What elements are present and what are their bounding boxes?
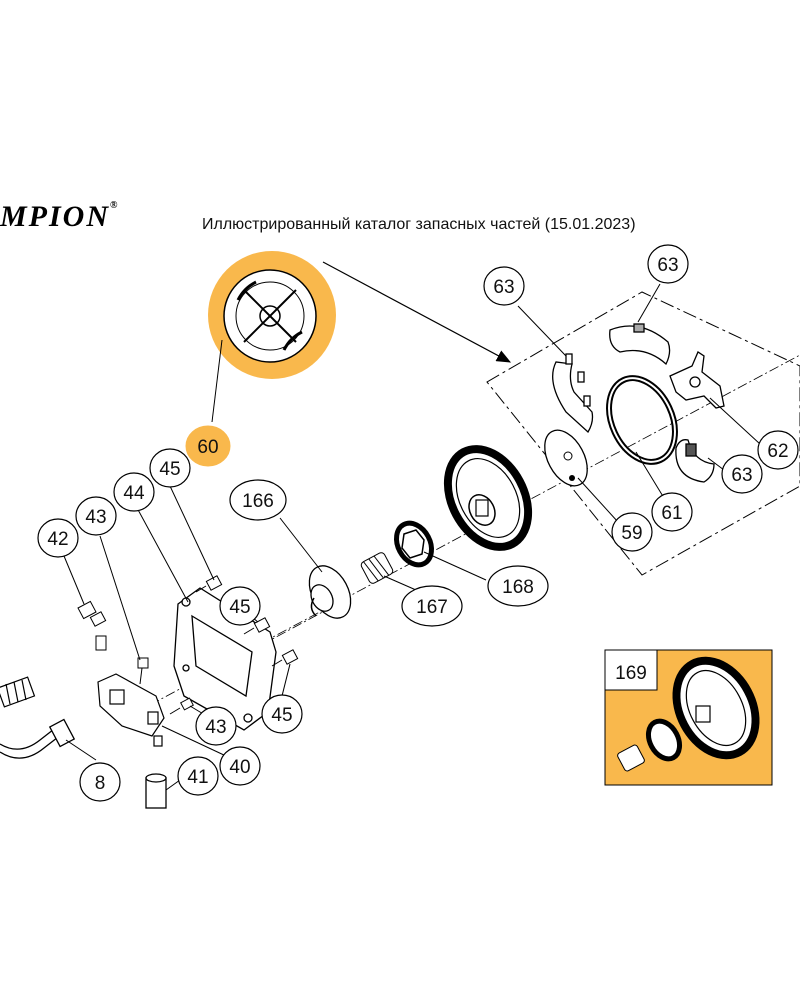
callout-label-59: 59 xyxy=(621,523,642,544)
callout-40[interactable]: 40 xyxy=(219,746,261,786)
callout-label-63-left: 63 xyxy=(493,277,514,298)
callout-label-62: 62 xyxy=(767,441,788,462)
callout-63-bottom[interactable]: 63 xyxy=(721,454,763,494)
assembly-arrow xyxy=(322,261,512,363)
part-40-oil-pump[interactable] xyxy=(97,673,165,747)
part-167-needle-bearing[interactable] xyxy=(360,551,394,584)
part-60-clutch-assembly[interactable] xyxy=(208,251,336,379)
callout-60[interactable]: 60 xyxy=(185,425,231,467)
callout-45-top[interactable]: 45 xyxy=(149,448,191,488)
callout-61[interactable]: 61 xyxy=(651,492,693,532)
callout-63-left[interactable]: 63 xyxy=(483,266,525,306)
screw-45-a[interactable] xyxy=(195,575,223,593)
part-166-drive-gear[interactable] xyxy=(301,559,359,625)
callout-label-60: 60 xyxy=(197,437,218,458)
part-8-oil-hose[interactable] xyxy=(0,718,76,759)
part-61-clutch-spring[interactable] xyxy=(596,367,688,472)
callout-label-166: 166 xyxy=(242,491,274,512)
part-63-clutch-shoe-a[interactable] xyxy=(552,353,594,434)
part-62-clutch-hub[interactable] xyxy=(669,351,725,409)
callout-41[interactable]: 41 xyxy=(177,756,219,796)
leader-60 xyxy=(211,339,223,423)
callout-label-41: 41 xyxy=(187,767,208,788)
callout-42[interactable]: 42 xyxy=(37,518,79,558)
callout-label-169: 169 xyxy=(615,663,647,684)
callout-label-167: 167 xyxy=(416,597,448,618)
callout-label-44: 44 xyxy=(123,483,145,504)
part-59-washer[interactable] xyxy=(536,423,596,493)
callout-label-40: 40 xyxy=(229,757,250,778)
catalog-title: Иллюстрированный каталог запасных частей… xyxy=(202,216,636,233)
screw-45-c[interactable] xyxy=(271,649,299,667)
part-42-oil-hose-fitting[interactable] xyxy=(77,600,107,651)
part-63-clutch-shoe-c[interactable] xyxy=(675,439,715,483)
left-partial-part xyxy=(0,676,36,708)
callout-43-bottom[interactable]: 43 xyxy=(195,706,237,746)
callout-44[interactable]: 44 xyxy=(113,472,155,512)
callout-167[interactable]: 167 xyxy=(401,585,463,627)
clutch-drum[interactable] xyxy=(432,435,544,561)
callout-label-43-bottom: 43 xyxy=(205,717,226,738)
callout-label-43-top: 43 xyxy=(85,507,106,528)
callout-59[interactable]: 59 xyxy=(611,512,653,552)
part-63-clutch-shoe-b[interactable] xyxy=(609,323,671,366)
part-168-sprocket[interactable] xyxy=(390,517,439,571)
callout-label-168: 168 xyxy=(502,577,534,598)
screw-43-b[interactable] xyxy=(169,697,194,715)
callout-45-mid[interactable]: 45 xyxy=(219,586,261,626)
callout-8[interactable]: 8 xyxy=(79,762,121,802)
callout-label-42: 42 xyxy=(47,529,68,550)
screw-45-b[interactable] xyxy=(243,617,271,635)
callout-62[interactable]: 62 xyxy=(757,430,799,470)
callout-168[interactable]: 168 xyxy=(487,565,549,607)
callout-label-63-bottom: 63 xyxy=(731,465,752,486)
screw-43-a[interactable] xyxy=(137,657,149,685)
callout-label-61: 61 xyxy=(661,503,682,524)
callout-63-top[interactable]: 63 xyxy=(647,244,689,284)
callout-45-bottom[interactable]: 45 xyxy=(261,694,303,734)
leader-lines xyxy=(63,283,761,791)
inset-169-kit[interactable]: 169 xyxy=(604,647,773,786)
callout-label-45-bottom: 45 xyxy=(271,705,292,726)
callout-label-45-top: 45 xyxy=(159,459,180,480)
callout-166[interactable]: 166 xyxy=(229,479,287,521)
callout-label-63-top: 63 xyxy=(657,255,678,276)
callout-43-top[interactable]: 43 xyxy=(75,496,117,536)
brand-logo: MPION® xyxy=(0,200,120,233)
assembly-axis-lines xyxy=(149,354,800,706)
callout-label-8: 8 xyxy=(95,773,106,794)
part-41-bushing[interactable] xyxy=(145,773,167,809)
callout-label-45-mid: 45 xyxy=(229,597,250,618)
